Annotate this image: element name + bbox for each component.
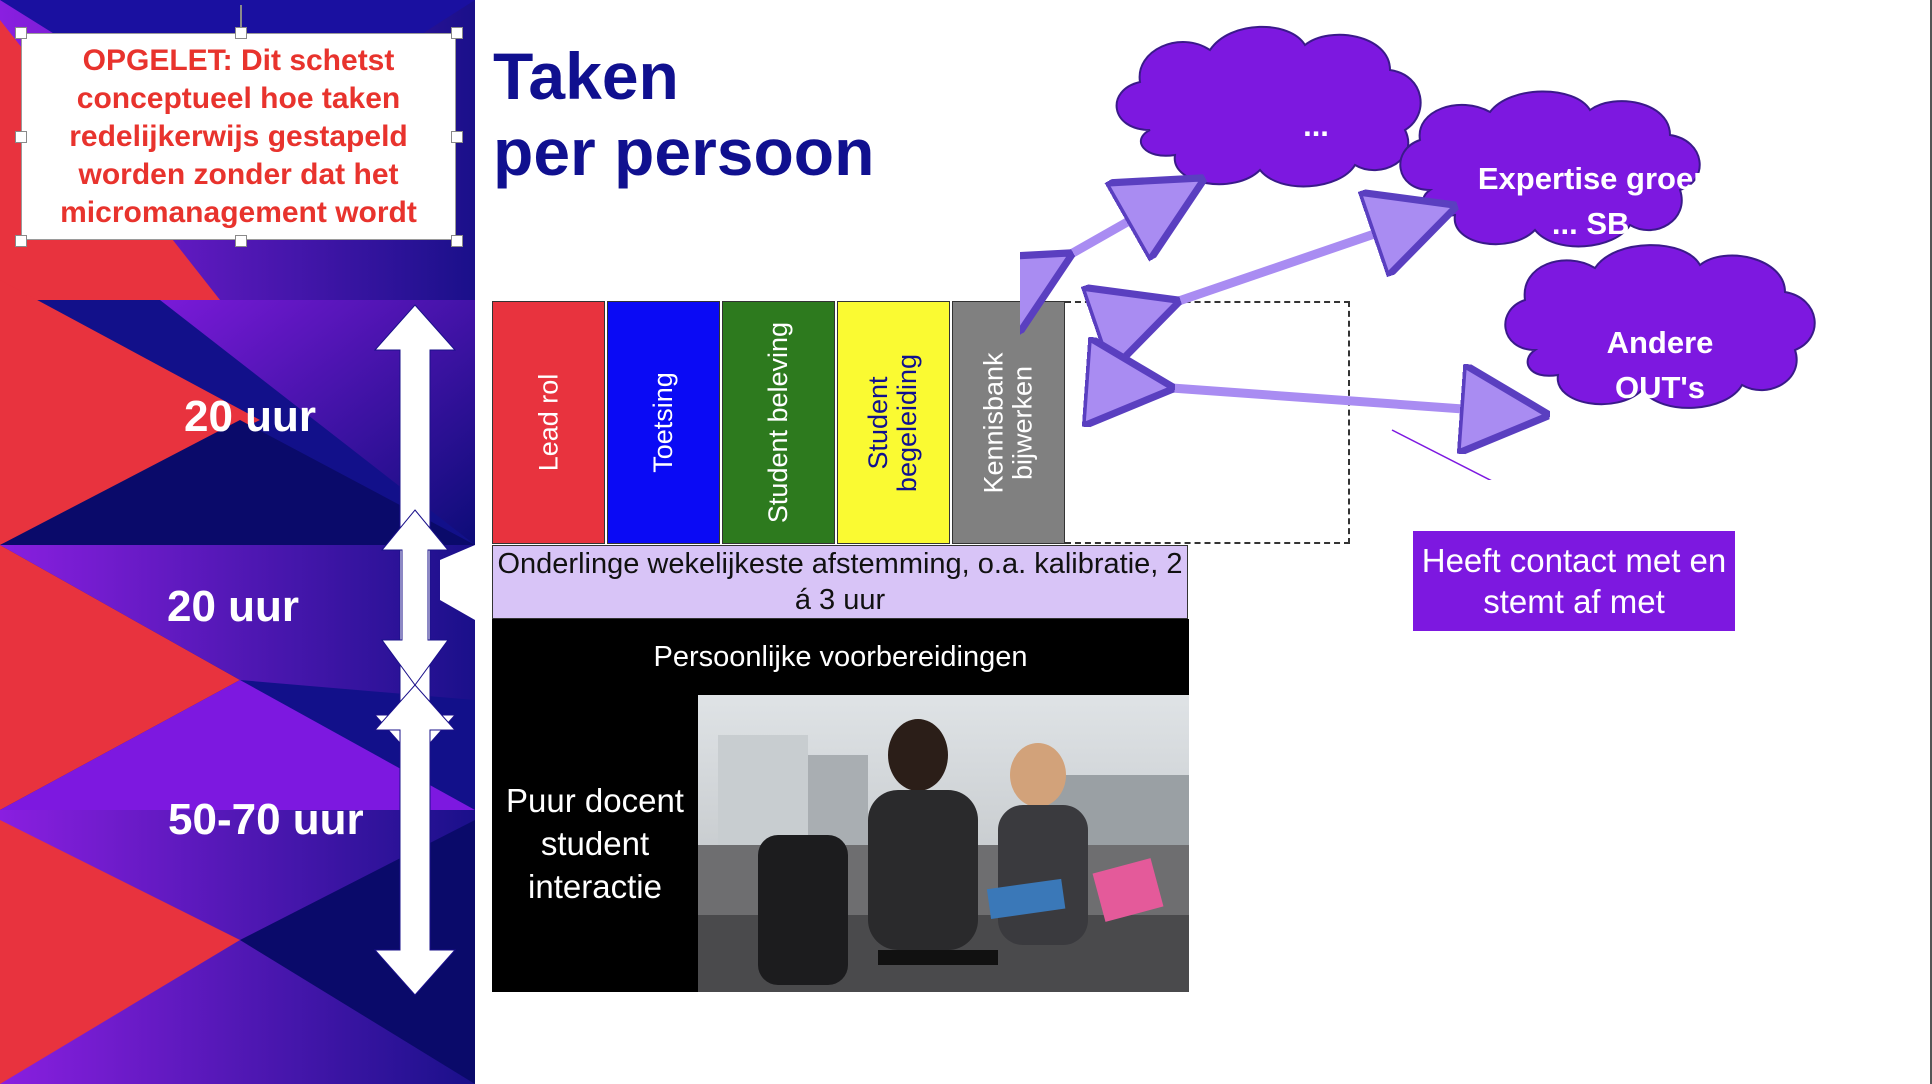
task-label-2: Student beleving	[763, 321, 793, 524]
arrow-to-cloud-3	[1130, 385, 1505, 412]
contact-connector-line	[1391, 429, 1492, 480]
hours-block-1: 20 uur	[184, 392, 317, 441]
task-label-3: Student begeleiding	[863, 353, 923, 492]
resize-handle-bottom[interactable]	[235, 235, 247, 247]
slide-title: Taken per persoon	[493, 38, 874, 190]
task-column-2: Student beleving	[722, 301, 835, 544]
contact-label-box: Heeft contact met en stemt af met	[1413, 531, 1735, 631]
cloud-andere	[1504, 244, 1816, 409]
cloud-ellipsis-label: ...	[1303, 108, 1329, 143]
warning-textbox[interactable]: OPGELET: Dit schetst conceptueel hoe tak…	[21, 33, 456, 240]
clouds-and-arrows	[1020, 25, 1816, 480]
resize-handle-bottom-right[interactable]	[451, 235, 463, 247]
hours-block-3: 50-70 uur	[168, 795, 364, 844]
resize-handle-top[interactable]	[235, 27, 247, 39]
task-label-0: Lead rol	[532, 373, 563, 472]
voorbereidingen-bar: Persoonlijke voorbereidingen	[492, 619, 1189, 695]
students-photo	[698, 695, 1189, 992]
cloud-expertise	[1399, 90, 1701, 248]
resize-handle-bottom-left[interactable]	[15, 235, 27, 247]
afstemming-bar: Onderlinge wekelijkeste afstemming, o.a.…	[492, 545, 1188, 619]
task-column-0: Lead rol	[492, 301, 605, 544]
resize-handle-top-right[interactable]	[451, 27, 463, 39]
task-column-1: Toetsing	[607, 301, 720, 544]
interactie-block: Puur docent student interactie	[492, 695, 698, 992]
rotate-handle-stem	[240, 5, 242, 27]
resize-handle-right[interactable]	[451, 131, 463, 143]
task-label-1: Toetsing	[647, 372, 678, 473]
arrow-to-cloud-1	[1034, 200, 1166, 275]
arrow-to-cloud-2	[1138, 220, 1415, 315]
hour-arrows	[373, 304, 457, 996]
resize-handle-left[interactable]	[15, 131, 27, 143]
title-line-2: per persoon	[493, 115, 875, 189]
cloud-andere-label: Andere OUT's	[1606, 325, 1714, 405]
students-photo-illustration	[698, 695, 1189, 992]
cloud-expertise-label: Expertise groep ... SB,	[1477, 161, 1713, 241]
hours-block-2: 20 uur	[167, 582, 300, 631]
warning-text: OPGELET: Dit schetst conceptueel hoe tak…	[60, 43, 417, 229]
task-column-3: Student begeleiding	[837, 301, 950, 544]
task-column-4: Kennisbank bijwerken	[952, 301, 1065, 544]
slide-right-edge	[1930, 0, 1932, 1084]
cloud-ellipsis	[1115, 25, 1422, 188]
resize-handle-top-left[interactable]	[15, 27, 27, 39]
title-line-1: Taken	[493, 39, 679, 113]
